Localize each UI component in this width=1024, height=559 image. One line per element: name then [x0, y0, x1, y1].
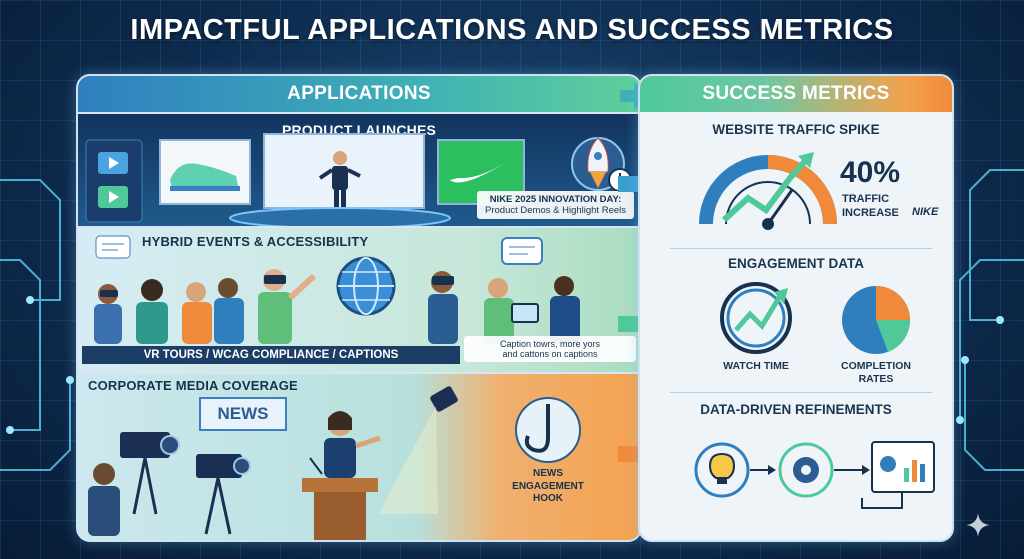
sparkle-icon	[966, 513, 990, 537]
product-launch-caption-line2: Product Demos & Highlight Reels	[485, 205, 626, 216]
engagement-data-title: ENGAGEMENT DATA	[728, 256, 864, 271]
applications-header: APPLICATIONS	[78, 76, 640, 112]
metrics-divider-2	[670, 392, 932, 393]
hybrid-side-caption-line1: Caption towrs, more yors	[499, 339, 601, 349]
success-metrics-panel: SUCCESS METRICS WEBSITE TRAFFIC SPIKE 40…	[638, 74, 954, 542]
media-coverage-title: CORPORATE MEDIA COVERAGE	[88, 378, 298, 393]
refinements-illustration	[694, 441, 935, 509]
nike-brand-label: NIKE	[912, 206, 939, 218]
product-launch-caption-line1: NIKE 2025 INNOVATION DAY:	[489, 194, 622, 205]
applications-panel: APPLICATIONS PRODUCT LAUNCHES	[76, 74, 642, 542]
hook-line2: ENGAGEMENT	[512, 480, 584, 492]
media-coverage-illustration	[88, 386, 581, 540]
hook-line1: NEWS	[533, 468, 563, 479]
traffic-gauge-illustration	[699, 152, 837, 230]
hybrid-events-crowd-illustration	[94, 235, 580, 344]
traffic-label-line1: TRAFFIC	[842, 193, 890, 205]
data-driven-refinements-title: DATA-DRIVEN REFINEMENTS	[700, 402, 892, 417]
hybrid-events-title: HYBRID EVENTS & ACCESSIBILITY	[142, 234, 369, 249]
top-arrow-icon	[620, 82, 650, 110]
news-sign-label: NEWS	[217, 404, 269, 423]
metrics-divider-1	[670, 248, 932, 249]
hybrid-side-caption-line2: and cattons on captions	[502, 349, 598, 359]
product-launches-section: PRODUCT LAUNCHES	[78, 112, 640, 226]
news-engagement-hook-label: NEWS ENGAGEMENT HOOK	[498, 468, 598, 506]
traffic-value: 40%	[840, 156, 901, 189]
completion-line2: RATES	[858, 373, 894, 386]
hybrid-side-caption: Caption towrs, more yors and cattons on …	[464, 336, 636, 362]
traffic-label-line2: INCREASE	[842, 207, 899, 220]
page-title: IMPACTFUL APPLICATIONS AND SUCCESS METRI…	[130, 14, 894, 46]
hybrid-events-section: HYBRID EVENTS & ACCESSIBILITY	[78, 226, 640, 372]
success-metrics-header: SUCCESS METRICS	[640, 76, 952, 112]
product-launch-caption: NIKE 2025 INNOVATION DAY: Product Demos …	[477, 191, 634, 219]
media-coverage-section: CORPORATE MEDIA COVERAGE	[78, 372, 640, 540]
completion-line1: COMPLETION	[841, 360, 911, 372]
hybrid-events-caption: VR TOURS / WCAG COMPLIANCE / CAPTIONS	[82, 346, 460, 364]
traffic-increase-label: TRAFFIC INCREASE	[842, 192, 899, 221]
product-launch-stage-illustration	[85, 133, 632, 226]
hook-line3: HOOK	[533, 493, 563, 504]
traffic-spike-title: WEBSITE TRAFFIC SPIKE	[712, 122, 880, 137]
completion-rates-label: COMPLETION RATES	[826, 360, 926, 386]
engagement-illustration	[720, 282, 911, 354]
watch-time-label: WATCH TIME	[723, 360, 789, 372]
